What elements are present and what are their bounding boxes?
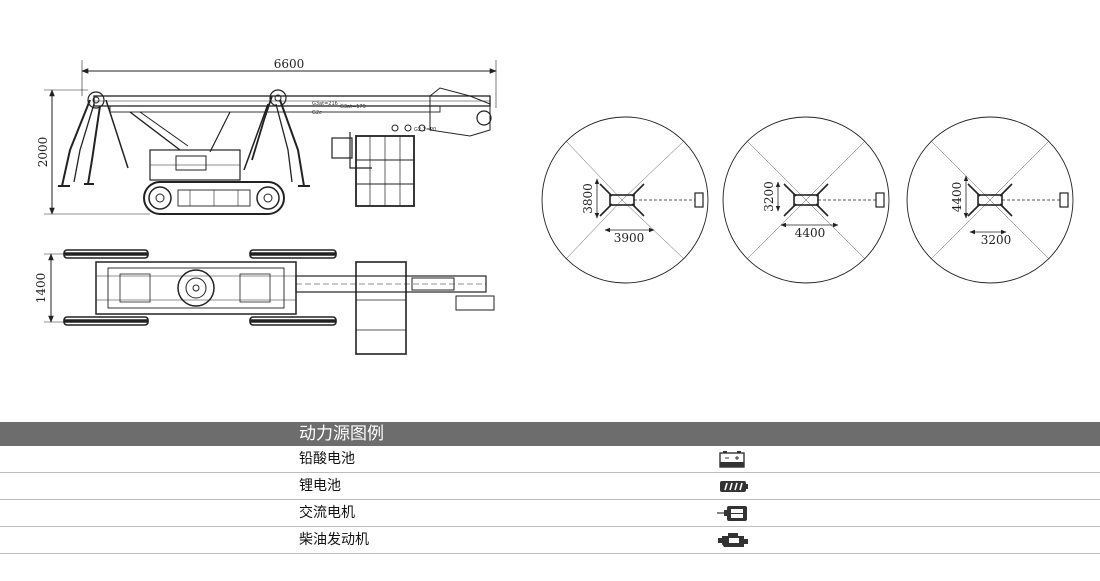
span-dimension-label: 4400 — [950, 182, 964, 213]
outrigger — [967, 183, 981, 197]
working-range-2: 3200 4400 — [722, 116, 890, 284]
reach-dimension-label: 4400 — [795, 226, 826, 240]
outrigger — [999, 183, 1013, 197]
span-dimension-label: 3800 — [581, 183, 595, 214]
sector-line — [805, 141, 865, 201]
sector-line — [805, 199, 865, 259]
working-range-3: 4400 3200 — [906, 116, 1074, 284]
sector-line — [566, 141, 623, 201]
outrigger — [599, 203, 613, 217]
platform-top-view — [355, 261, 407, 355]
platform — [1059, 192, 1069, 208]
width-dimension-label: 1400 — [34, 273, 48, 304]
ac-motor-icon — [717, 506, 747, 521]
span-dimension-label: 3200 — [762, 181, 776, 212]
side-note-1: G3at=216 — [312, 101, 338, 107]
sector-line — [621, 199, 684, 259]
outrigger — [967, 203, 981, 217]
outrigger — [815, 183, 829, 197]
technical-drawing: 6600 2000 G3at=216 G3at=179 G2c — [34, 57, 1074, 355]
sector-line — [989, 141, 1049, 201]
platform — [875, 192, 885, 208]
side-note-2: G3at=179 — [340, 104, 366, 110]
sector-line — [931, 141, 991, 201]
reach-dimension-label: 3200 — [981, 233, 1012, 247]
reach-dimension-label: 3900 — [614, 231, 645, 245]
sector-line — [989, 199, 1049, 259]
power-source-legend: 动力源图例 铅酸电池 锂电池 交流电机 柴 — [0, 422, 1100, 581]
side-note-3: G2c — [312, 110, 322, 116]
legend-label: 铅酸电池 — [299, 451, 355, 467]
legend-label: 锂电池 — [299, 478, 341, 494]
legend-row-diesel: 柴油发动机 — [0, 527, 1100, 554]
length-dimension-label: 6600 — [274, 57, 305, 71]
side-view — [44, 60, 497, 215]
lead-acid-battery-icon — [719, 451, 745, 468]
crawler-track — [143, 181, 285, 215]
sector-line — [747, 199, 807, 259]
outrigger — [599, 183, 613, 197]
diesel-engine-icon — [718, 533, 748, 547]
outrigger — [631, 183, 645, 197]
working-range-1: 3800 3900 — [541, 116, 709, 284]
working-range-diagrams: 3800 3900 3200 4400 4400 3200 — [541, 116, 1074, 284]
sector-line — [747, 141, 807, 201]
sector-line — [566, 199, 623, 259]
range-circle — [722, 116, 890, 284]
legend-label: 柴油发动机 — [299, 532, 369, 548]
sector-line — [621, 141, 684, 201]
legend-label: 交流电机 — [299, 505, 355, 521]
top-view — [44, 249, 495, 355]
legend-row-ac-motor: 交流电机 — [0, 500, 1100, 527]
lithium-battery-icon — [720, 481, 748, 492]
outrigger — [999, 203, 1013, 217]
outrigger — [783, 203, 797, 217]
platform — [694, 192, 704, 208]
range-circle — [906, 116, 1074, 284]
outrigger — [783, 183, 797, 197]
legend-row-lead-acid: 铅酸电池 — [0, 446, 1100, 473]
sector-line — [931, 199, 991, 259]
outrigger — [631, 203, 645, 217]
legend-title: 动力源图例 — [299, 424, 384, 444]
legend-header: 动力源图例 — [0, 422, 1100, 446]
legend-row-lithium: 锂电池 — [0, 473, 1100, 500]
range-circle — [541, 116, 709, 284]
height-dimension-label: 2000 — [36, 137, 50, 168]
top-note: G2 1=P0 — [414, 127, 436, 133]
outrigger — [815, 203, 829, 217]
